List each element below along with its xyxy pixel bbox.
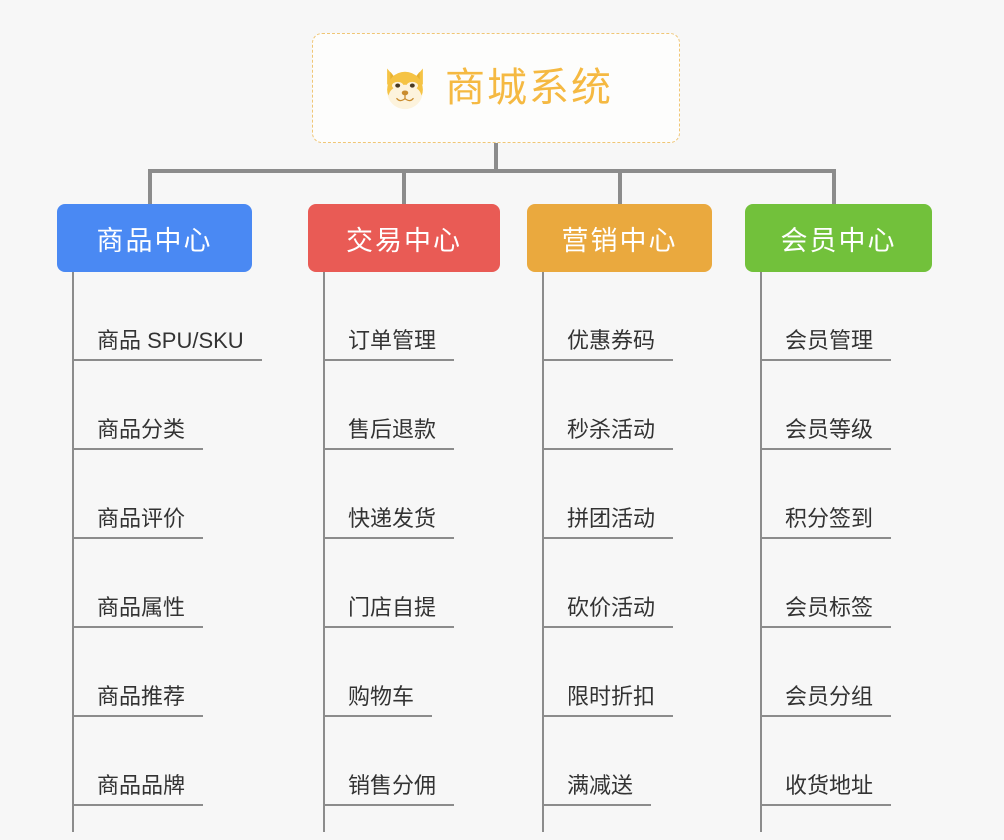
list-item[interactable]: 收货地址 (761, 717, 932, 806)
list-item-label: 快递发货 (324, 506, 455, 539)
list-item[interactable]: 商品 SPU/SKU (73, 272, 262, 361)
connector-drop-2 (402, 171, 406, 204)
list-item-label: 商品属性 (73, 595, 204, 628)
list-item[interactable]: 售后退款 (324, 361, 500, 450)
list-item-label: 拼团活动 (543, 506, 674, 539)
list-item-label: 商品评价 (73, 506, 204, 539)
connector-drop-4 (832, 171, 836, 204)
list-item[interactable]: 订单管理 (324, 272, 500, 361)
dog-face-icon (379, 62, 431, 114)
list-item[interactable]: 秒杀活动 (543, 361, 712, 450)
branch-spine-2 (323, 272, 325, 832)
list-item[interactable]: 商品品牌 (73, 717, 262, 806)
branch-items-4: 会员管理 会员等级 积分签到 会员标签 会员分组 收货地址 (745, 272, 932, 832)
list-item[interactable]: 积分签到 (761, 450, 932, 539)
list-item-label: 会员标签 (761, 595, 892, 628)
list-item-label: 订单管理 (324, 328, 455, 361)
list-item-label: 商品 SPU/SKU (73, 328, 262, 361)
branch-spine-3 (542, 272, 544, 832)
list-item-label: 商品分类 (73, 417, 204, 450)
list-item-label: 商品品牌 (73, 773, 204, 806)
branch-spine-1 (72, 272, 74, 832)
list-item[interactable]: 满减送 (543, 717, 712, 806)
list-item[interactable]: 砍价活动 (543, 539, 712, 628)
branch-marketing-center: 营销中心 优惠券码 秒杀活动 拼团活动 砍价活动 限时折扣 满减送 (527, 204, 712, 832)
list-item[interactable]: 会员标签 (761, 539, 932, 628)
branch-items-3: 优惠券码 秒杀活动 拼团活动 砍价活动 限时折扣 满减送 (527, 272, 712, 832)
list-item-label: 积分签到 (761, 506, 892, 539)
list-item-label: 限时折扣 (543, 684, 674, 717)
connector-horizontal-bar (148, 169, 836, 173)
branch-items-2: 订单管理 售后退款 快递发货 门店自提 购物车 销售分佣 (308, 272, 500, 832)
list-item[interactable]: 购物车 (324, 628, 500, 717)
branch-header-label-2: 交易中心 (346, 225, 462, 256)
list-item[interactable]: 商品推荐 (73, 628, 262, 717)
branch-header-4[interactable]: 会员中心 (745, 204, 932, 272)
branch-header-label-3: 营销中心 (561, 225, 678, 256)
branch-member-center: 会员中心 会员管理 会员等级 积分签到 会员标签 会员分组 收货地址 (745, 204, 932, 832)
list-item-label: 收货地址 (761, 773, 892, 806)
connector-drop-3 (618, 171, 622, 204)
branch-spine-4 (760, 272, 762, 832)
list-item-label: 满减送 (543, 773, 652, 806)
list-item[interactable]: 限时折扣 (543, 628, 712, 717)
branch-header-1[interactable]: 商品中心 (57, 204, 252, 272)
list-item[interactable]: 优惠券码 (543, 272, 712, 361)
branch-header-2[interactable]: 交易中心 (308, 204, 500, 272)
list-item[interactable]: 商品评价 (73, 450, 262, 539)
list-item-label: 购物车 (324, 684, 433, 717)
list-item-label: 售后退款 (324, 417, 455, 450)
branch-header-label-4: 会员中心 (780, 225, 897, 256)
list-item-label: 砍价活动 (543, 595, 674, 628)
list-item[interactable]: 拼团活动 (543, 450, 712, 539)
list-item[interactable]: 会员管理 (761, 272, 932, 361)
connector-drop-1 (148, 171, 152, 204)
root-title: 商城系统 (445, 66, 613, 110)
list-item-label: 销售分佣 (324, 773, 455, 806)
list-item-label: 优惠券码 (543, 328, 674, 361)
list-item-label: 会员分组 (761, 684, 892, 717)
list-item[interactable]: 门店自提 (324, 539, 500, 628)
root-node[interactable]: 商城系统 (312, 33, 680, 143)
branch-product-center: 商品中心 商品 SPU/SKU 商品分类 商品评价 商品属性 商品推荐 商品品牌 (57, 204, 262, 832)
branch-trade-center: 交易中心 订单管理 售后退款 快递发货 门店自提 购物车 销售分佣 (308, 204, 500, 832)
list-item[interactable]: 快递发货 (324, 450, 500, 539)
list-item-label: 会员等级 (761, 417, 892, 450)
list-item-label: 商品推荐 (73, 684, 204, 717)
list-item-label: 秒杀活动 (543, 417, 674, 450)
branch-items-1: 商品 SPU/SKU 商品分类 商品评价 商品属性 商品推荐 商品品牌 (57, 272, 262, 832)
list-item[interactable]: 销售分佣 (324, 717, 500, 806)
branch-header-3[interactable]: 营销中心 (527, 204, 712, 272)
list-item[interactable]: 商品分类 (73, 361, 262, 450)
list-item-label: 门店自提 (324, 595, 455, 628)
list-item[interactable]: 会员等级 (761, 361, 932, 450)
connector-root-stem (494, 143, 498, 171)
branch-header-label-1: 商品中心 (96, 225, 213, 256)
list-item[interactable]: 会员分组 (761, 628, 932, 717)
list-item-label: 会员管理 (761, 328, 892, 361)
list-item[interactable]: 商品属性 (73, 539, 262, 628)
